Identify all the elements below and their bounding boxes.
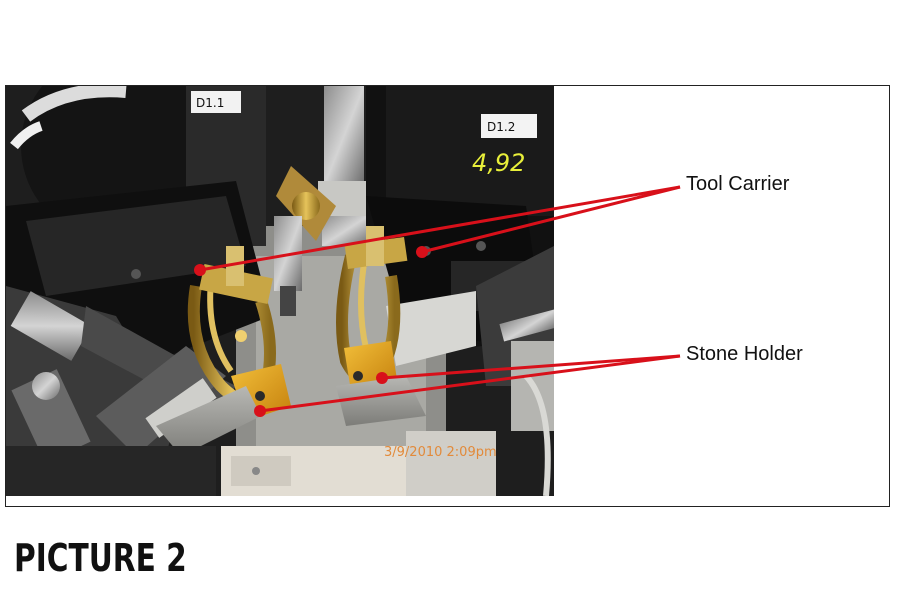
photo-timestamp: 3/9/2010 2:09pm bbox=[384, 445, 497, 460]
stone-holder-label: Stone Holder bbox=[686, 343, 803, 365]
figure-caption: PICTURE 2 bbox=[14, 536, 187, 580]
measurement-readout: 4,92 bbox=[472, 149, 525, 177]
tool-carrier-label: Tool Carrier bbox=[686, 173, 790, 195]
machine-photo: D1.1 D1.2 4,92 bbox=[6, 86, 554, 496]
tag-left-background bbox=[191, 91, 241, 113]
tag-right-label: D1.2 bbox=[487, 120, 515, 134]
tag-left-label: D1.1 bbox=[196, 96, 224, 110]
photo-illustration: D1.1 D1.2 4,92 bbox=[6, 86, 554, 496]
center-fitting bbox=[324, 86, 364, 186]
tag-right-background bbox=[481, 114, 537, 138]
